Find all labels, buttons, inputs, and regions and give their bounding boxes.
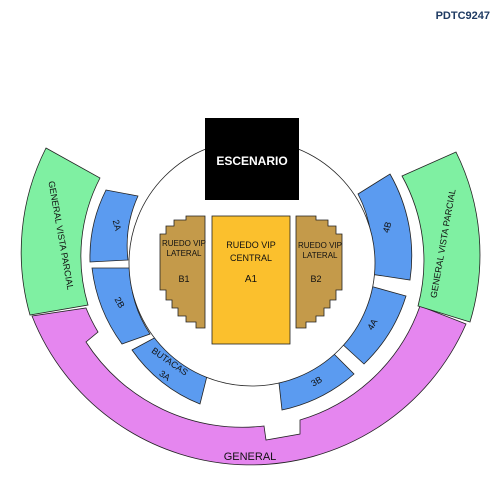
map-code: PDTC9247	[435, 10, 490, 22]
general-label: GENERAL	[224, 451, 277, 463]
section-3b-label: 3B	[309, 374, 324, 388]
section-4a-label: 4A	[365, 317, 379, 332]
section-vista-parcial-left[interactable]: GENERAL VISTA PARCIAL	[20, 147, 101, 316]
ruedo-vip-lateral-left-line1: RUEDO VIP	[162, 239, 206, 248]
section-2a[interactable]: 2A	[89, 189, 139, 263]
ruedo-vip-lateral-right-line2: LATERAL	[303, 251, 339, 260]
section-general-area[interactable]	[31, 305, 467, 466]
section-ruedo-vip-central[interactable]: RUEDO VIP CENTRAL A1	[211, 215, 291, 345]
section-ruedo-vip-lateral-right[interactable]: RUEDO VIP LATERAL B2	[295, 215, 343, 329]
vista-parcial-right-area[interactable]	[401, 151, 481, 323]
ruedo-vip-central-line1: RUEDO VIP	[226, 240, 276, 250]
ruedo-vip-central-area[interactable]	[211, 215, 291, 345]
section-butacas-3a[interactable]: BUTACAS 3A	[131, 335, 209, 405]
section-2a-area[interactable]	[89, 189, 139, 263]
stage: ESCENARIO	[205, 118, 299, 200]
section-general[interactable]: GENERAL	[31, 305, 467, 466]
stage-area	[205, 118, 299, 200]
section-2a-label: 2A	[111, 219, 124, 232]
section-ruedo-vip-lateral-left[interactable]: RUEDO VIP LATERAL B1	[159, 215, 206, 329]
ruedo-vip-lateral-left-line2: LATERAL	[167, 249, 203, 258]
section-2b-label: 2B	[113, 295, 127, 310]
vista-parcial-left-area[interactable]	[20, 147, 101, 316]
ruedo-vip-central-code: A1	[245, 274, 258, 285]
ruedo-vip-lateral-right-line1: RUEDO VIP	[298, 241, 342, 250]
ruedo-vip-lateral-left-code: B1	[178, 274, 189, 284]
ruedo-vip-lateral-left-area[interactable]	[159, 215, 206, 329]
ruedo-vip-central-line2: CENTRAL	[230, 253, 272, 263]
ruedo-vip-lateral-right-code: B2	[310, 274, 321, 284]
section-vista-parcial-right[interactable]: GENERAL VISTA PARCIAL	[401, 151, 481, 323]
ruedo-vip-lateral-right-area[interactable]	[295, 215, 343, 329]
stage-label: ESCENARIO	[216, 154, 287, 168]
section-4b-label: 4B	[381, 221, 394, 234]
